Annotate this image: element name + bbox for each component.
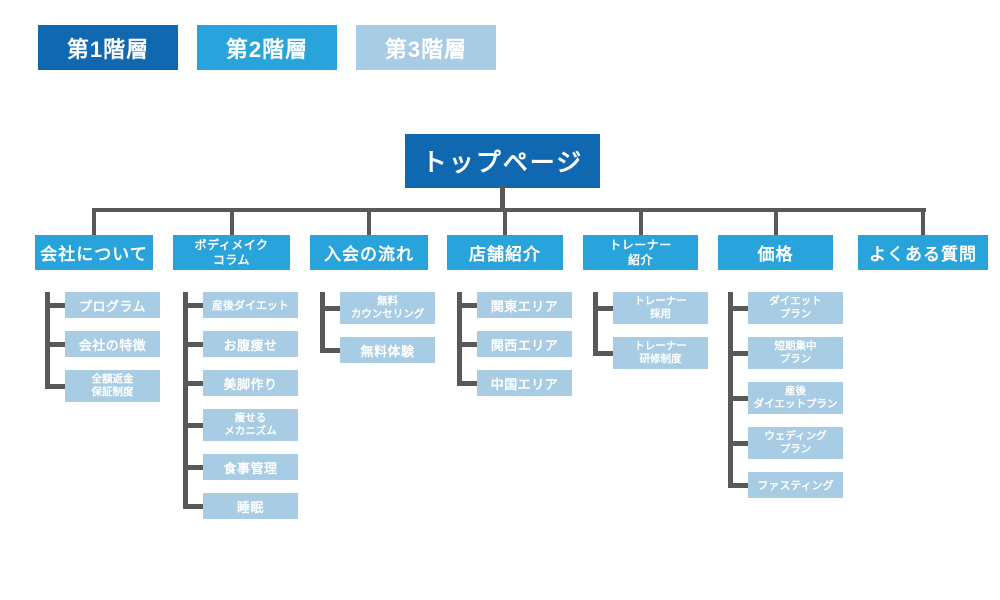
level3-node: 会社の特徴 [45, 331, 160, 357]
level3-node: 無料体験 [320, 337, 435, 363]
level3-node: 産後 ダイエットプラン [728, 382, 843, 414]
connector-trunk [320, 292, 325, 350]
legend-level-2: 第2階層 [197, 25, 337, 70]
level3-node: ファスティング [728, 472, 843, 498]
level2-node: 店舗紹介 [447, 211, 563, 270]
level3-node: 関東エリア [457, 292, 572, 318]
connector-trunk [45, 292, 50, 386]
node-top-page: トップページ [405, 134, 600, 188]
level3-node: トレーナー 採用 [593, 292, 708, 324]
connector-trunk [593, 292, 598, 353]
sitemap-branch: よくある質問 [858, 211, 988, 270]
sitemap-branch: 入会の流れ無料 カウンセリング無料体験 [310, 211, 435, 363]
connector-trunk [183, 292, 188, 506]
level3-node: 美脚作り [183, 370, 298, 396]
level3-node: 全額返金 保証制度 [45, 370, 160, 402]
sitemap-branch: 店舗紹介関東エリア関西エリア中国エリア [447, 211, 572, 396]
level3-node: 中国エリア [457, 370, 572, 396]
level2-node: 入会の流れ [310, 211, 428, 270]
level3-node: 食事管理 [183, 454, 298, 480]
legend-level-3: 第3階層 [356, 25, 496, 70]
sitemap-branch: 価格ダイエット プラン短期集中 プラン産後 ダイエットプランウェディング プラン… [718, 211, 843, 498]
connector-horizontal [92, 208, 926, 212]
hierarchy-legend: 第1階層第2階層第3階層 [38, 25, 496, 70]
connector-trunk [457, 292, 462, 383]
level3-group: トレーナー 採用トレーナー 研修制度 [593, 292, 708, 369]
level2-node: 会社について [35, 211, 153, 270]
connector-top-stub [500, 186, 505, 210]
connector-trunk [728, 292, 733, 485]
level2-node: ボディメイク コラム [173, 211, 290, 270]
sitemap-branch: トレーナー 紹介トレーナー 採用トレーナー 研修制度 [583, 211, 708, 369]
sitemap-branch: ボディメイク コラム産後ダイエットお腹痩せ美脚作り痩せる メカニズム食事管理睡眠 [173, 211, 298, 519]
level3-node: 短期集中 プラン [728, 337, 843, 369]
level3-group: 無料 カウンセリング無料体験 [320, 292, 435, 363]
level3-node: 産後ダイエット [183, 292, 298, 318]
level3-group: ダイエット プラン短期集中 プラン産後 ダイエットプランウェディング プランファ… [728, 292, 843, 498]
level2-node: よくある質問 [858, 211, 988, 270]
level3-group: 産後ダイエットお腹痩せ美脚作り痩せる メカニズム食事管理睡眠 [183, 292, 298, 519]
legend-level-1: 第1階層 [38, 25, 178, 70]
level3-node: ダイエット プラン [728, 292, 843, 324]
level3-group: プログラム会社の特徴全額返金 保証制度 [45, 292, 160, 402]
level3-node: 無料 カウンセリング [320, 292, 435, 324]
level3-node: プログラム [45, 292, 160, 318]
level3-group: 関東エリア関西エリア中国エリア [457, 292, 572, 396]
level3-node: 睡眠 [183, 493, 298, 519]
level3-node: 痩せる メカニズム [183, 409, 298, 441]
level3-node: トレーナー 研修制度 [593, 337, 708, 369]
level3-node: ウェディング プラン [728, 427, 843, 459]
level2-node: 価格 [718, 211, 833, 270]
level3-node: お腹痩せ [183, 331, 298, 357]
sitemap-branch: 会社についてプログラム会社の特徴全額返金 保証制度 [35, 211, 160, 402]
level2-node: トレーナー 紹介 [583, 211, 698, 270]
level3-node: 関西エリア [457, 331, 572, 357]
